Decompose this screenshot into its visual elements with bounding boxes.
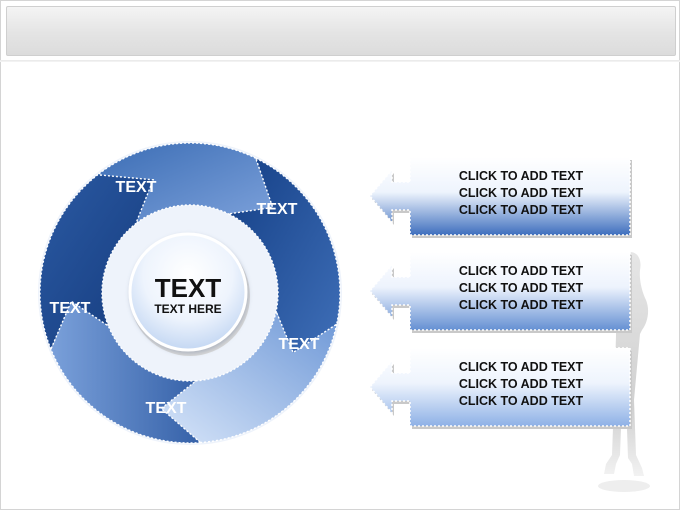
- callout-line: CLICK TO ADD TEXT: [458, 281, 584, 295]
- callout-line: CLICK TO ADD TEXT: [458, 377, 584, 391]
- left-arrow-icon: [369, 156, 632, 238]
- segment-label-lower-right: TEXT: [279, 336, 320, 353]
- callout-line: CLICK TO ADD TEXT: [458, 360, 584, 374]
- callout-line: CLICK TO ADD TEXT: [458, 186, 584, 200]
- cycle-segment-right[interactable]: [226, 156, 341, 358]
- callout-box-3[interactable]: CLICK TO ADD TEXT CLICK TO ADD TEXT CLIC…: [368, 346, 632, 429]
- segment-label-bottom: TEXT: [146, 400, 187, 417]
- cycle-diagram: TEXT TEXT HERE TEXT TEXT TEXT TEXT TEXT: [38, 141, 342, 445]
- left-arrow-icon: [369, 347, 632, 429]
- callout-line: CLICK TO ADD TEXT: [458, 169, 584, 183]
- callout-box-2[interactable]: CLICK TO ADD TEXT CLICK TO ADD TEXT CLIC…: [368, 250, 632, 333]
- callout-box-1[interactable]: CLICK TO ADD TEXT CLICK TO ADD TEXT CLIC…: [368, 155, 632, 238]
- title-divider: [0, 60, 680, 62]
- center-subtitle: TEXT HERE: [154, 302, 221, 316]
- cycle-ring: [39, 142, 341, 444]
- callout-text-1: CLICK TO ADD TEXT CLICK TO ADD TEXT CLIC…: [410, 168, 632, 219]
- center-title: TEXT: [155, 273, 222, 303]
- cycle-segment-left[interactable]: [39, 174, 155, 352]
- callout-line: CLICK TO ADD TEXT: [458, 394, 584, 408]
- left-arrow-icon: [369, 251, 632, 333]
- center-circle[interactable]: [128, 232, 248, 352]
- callout-text-3: CLICK TO ADD TEXT CLICK TO ADD TEXT CLIC…: [410, 359, 632, 410]
- callout-line: CLICK TO ADD TEXT: [458, 298, 584, 312]
- callout-line: CLICK TO ADD TEXT: [458, 203, 584, 217]
- callout-text-2: CLICK TO ADD TEXT CLICK TO ADD TEXT CLIC…: [410, 263, 632, 314]
- segment-label-right: TEXT: [257, 201, 298, 218]
- segment-label-top: TEXT: [116, 179, 157, 196]
- callout-line: CLICK TO ADD TEXT: [458, 264, 584, 278]
- title-placeholder[interactable]: [6, 6, 676, 56]
- segment-label-left: TEXT: [50, 300, 91, 317]
